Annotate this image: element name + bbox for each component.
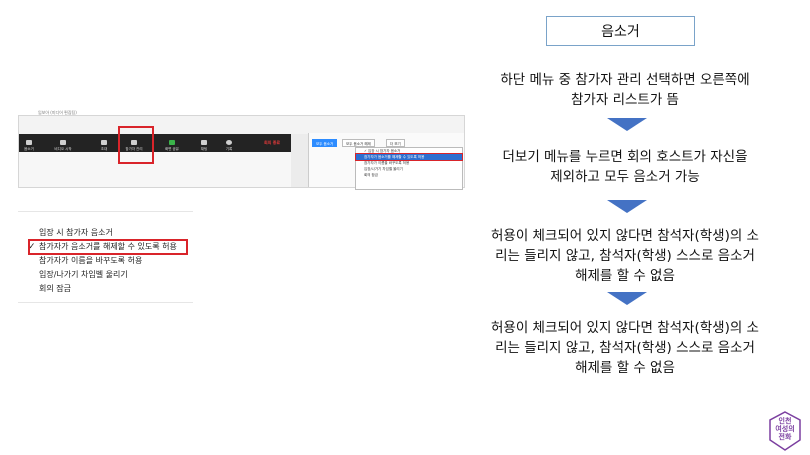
mute-all-button[interactable]: 모두 음소거 bbox=[312, 139, 338, 147]
chat-button[interactable]: 채팅 bbox=[197, 135, 211, 151]
step-4-text: 허용이 체크되어 있지 않다면 참석자(학생)의 소 리는 들리지 않고, 참석… bbox=[491, 320, 759, 376]
share-screen-icon bbox=[169, 140, 175, 145]
mini-menu-item-allow-unmute[interactable]: 참가자가 음소거를 해제할 수 있도록 허용 bbox=[355, 153, 463, 161]
more-dropdown-menu: ✓ 입장 시 참가자 음소거 참가자가 음소거를 해제할 수 있도록 허용 참가… bbox=[355, 147, 463, 190]
step-1-text: 하단 메뉴 중 참가자 관리 선택하면 오른쪽에 참가자 리스트가 뜸 bbox=[500, 72, 750, 108]
mini-menu-item[interactable]: ✓ 입장 시 참가자 음소거 bbox=[364, 149, 401, 153]
unmute-all-button[interactable]: 모두 음소거 해제 bbox=[342, 139, 375, 147]
participants-highlight-box bbox=[118, 126, 154, 164]
down-arrow-icon bbox=[607, 118, 647, 131]
invite-button[interactable]: 초대 bbox=[97, 135, 111, 151]
organization-logo-icon bbox=[769, 411, 801, 451]
share-screen-button[interactable]: 화면 공유 bbox=[161, 135, 183, 151]
menu-item-allow-unmute[interactable]: ✓ 참가자가 음소거를 해제할 수 있도록 허용 bbox=[28, 242, 177, 252]
mini-menu-item[interactable]: 참가자가 이름을 바꾸도록 허용 bbox=[364, 161, 410, 165]
down-arrow-icon bbox=[607, 200, 647, 213]
screenshot-caption: 임보아 (미디어 편집팀) bbox=[38, 110, 77, 115]
microphone-icon bbox=[26, 140, 32, 145]
participants-icon bbox=[131, 140, 137, 145]
menu-item-lock-meeting[interactable]: 회의 잠금 bbox=[39, 284, 71, 293]
menu-item-entry-chime[interactable]: 입장/나가기 차임벨 울리기 bbox=[39, 270, 128, 279]
more-button[interactable]: 더 보기 bbox=[386, 139, 405, 147]
record-icon bbox=[226, 140, 232, 145]
menu-divider-top bbox=[18, 211, 193, 212]
end-meeting-button[interactable]: 회의 종료 bbox=[263, 140, 281, 145]
menu-item-mute-on-entry[interactable]: 입장 시 참가자 음소거 bbox=[39, 228, 113, 237]
allow-unmute-highlight-box bbox=[28, 239, 188, 255]
record-button[interactable]: 기록 bbox=[222, 135, 236, 151]
manage-participants-button[interactable]: 참가자 관리 bbox=[121, 135, 147, 151]
menu-item-allow-rename[interactable]: 참가자가 이름을 바꾸도록 허용 bbox=[39, 256, 143, 265]
video-area bbox=[19, 116, 464, 134]
more-menu-enlarged: 입장 시 참가자 음소거 ✓ 참가자가 음소거를 해제할 수 있도록 허용 참가… bbox=[24, 226, 194, 296]
logo-text: 인천 여성의 전화 bbox=[775, 417, 795, 441]
step-2-text: 더보기 메뉴를 누르면 회의 호스트가 자신을 제외하고 모두 음소거 가능 bbox=[502, 149, 748, 185]
mini-menu-item[interactable]: 회의 잠금 bbox=[364, 173, 378, 177]
step-3-text: 허용이 체크되어 있지 않다면 참석자(학생)의 소 리는 들리지 않고, 참석… bbox=[491, 228, 759, 284]
checkmark-icon: ✓ bbox=[28, 242, 36, 252]
meeting-toolbar: 음소거 비디오 시작 초대 참가자 관리 화면 공유 채팅 기록 회의 종료 bbox=[19, 134, 291, 152]
video-camera-icon bbox=[60, 140, 66, 145]
screenshot-lower-area bbox=[19, 152, 291, 187]
mute-button[interactable]: 음소거 bbox=[21, 135, 37, 151]
invite-icon bbox=[101, 140, 107, 145]
menu-divider-bottom bbox=[18, 302, 193, 303]
slide-title: 음소거 bbox=[546, 16, 695, 46]
down-arrow-icon bbox=[607, 292, 647, 305]
start-video-button[interactable]: 비디오 시작 bbox=[52, 135, 74, 151]
chat-icon bbox=[201, 140, 207, 145]
mini-menu-item[interactable]: 입장/나가기 차임벨 울리기 bbox=[364, 167, 403, 171]
